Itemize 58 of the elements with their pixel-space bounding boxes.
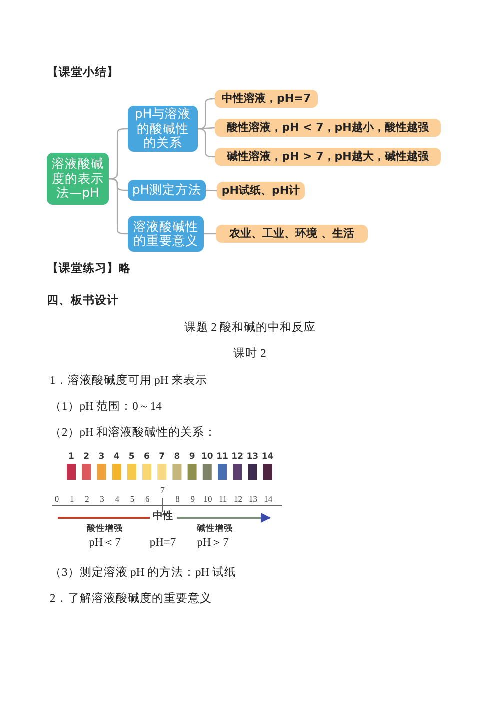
tick-label: 14 bbox=[264, 495, 273, 504]
branch-box: 溶液酸碱性的重要意义 bbox=[128, 216, 204, 252]
body-text: 1．溶液酸碱度可用 pH 来表示 bbox=[50, 376, 208, 388]
body-text: （3）测定溶液 pH 的方法：pH 试纸 bbox=[50, 568, 236, 580]
swatch-number: 11 bbox=[216, 453, 228, 462]
section-heading: 四、板书设计 bbox=[47, 296, 119, 308]
tick-label: 7 bbox=[160, 486, 165, 494]
branch-box: pH测定方法 bbox=[128, 180, 206, 201]
connector-line bbox=[204, 233, 216, 235]
detail-box: 农业、工业、环境 、生活 bbox=[216, 225, 368, 243]
swatch-number: 7 bbox=[159, 453, 166, 462]
connector-line bbox=[198, 128, 215, 158]
swatch-number: 14 bbox=[262, 453, 274, 462]
tick-label: 6 bbox=[145, 495, 150, 504]
scale-label: pH=7 bbox=[150, 538, 176, 550]
body-text: 2．了解溶液酸碱度的重要意义 bbox=[50, 594, 212, 606]
swatch-number: 9 bbox=[189, 453, 196, 462]
swatch-number: 3 bbox=[98, 453, 105, 462]
swatch-number: 6 bbox=[144, 453, 150, 462]
swatch-number: 1 bbox=[68, 453, 74, 462]
swatch-number: 8 bbox=[174, 453, 180, 462]
scale-label: 碱性增强 bbox=[197, 525, 233, 534]
scale-label: pH＜7 bbox=[89, 538, 121, 550]
swatch-number: 2 bbox=[84, 453, 90, 462]
swatch-number: 10 bbox=[201, 453, 214, 462]
tick-label: 3 bbox=[100, 495, 104, 504]
branch-box: pH与溶液的酸碱性的关系 bbox=[128, 106, 198, 152]
detail-box: 中性溶液，pH=7 bbox=[215, 90, 318, 108]
detail-box: 酸性溶液，pH < 7，pH越小，酸性越强 bbox=[215, 119, 441, 137]
tick-label: 9 bbox=[190, 495, 196, 504]
scale-label: pH＞7 bbox=[197, 538, 229, 550]
tick-label: 0 bbox=[54, 495, 60, 504]
lesson-subtitle: 课时 2 bbox=[234, 349, 266, 360]
tick-label: 11 bbox=[219, 495, 228, 504]
tick-label: 10 bbox=[204, 495, 212, 504]
lesson-title: 课题 2 酸和碱的中和反应 bbox=[184, 323, 316, 334]
scale-label: 酸性增强 bbox=[87, 525, 123, 534]
detail-box: 碱性溶液，pH > 7，pH越大，碱性越强 bbox=[215, 148, 441, 166]
swatch-number: 13 bbox=[246, 453, 259, 462]
section-heading: 【课堂小结】 bbox=[47, 68, 119, 80]
swatch-number: 12 bbox=[232, 453, 244, 462]
tick-label: 13 bbox=[249, 495, 258, 504]
section-heading: 【课堂练习】略 bbox=[47, 264, 131, 276]
tick-label: 4 bbox=[115, 495, 120, 504]
tick-label: 5 bbox=[130, 495, 135, 504]
tick-label: 12 bbox=[234, 495, 242, 504]
body-text: （2）pH 和溶液酸碱性的关系： bbox=[50, 428, 217, 440]
tick-label: 8 bbox=[176, 495, 180, 504]
topic-box: 溶液酸碱度的表示法—pH bbox=[47, 153, 109, 205]
connector-line bbox=[198, 127, 216, 130]
connector-line bbox=[206, 190, 218, 192]
swatch-number: 5 bbox=[128, 453, 135, 462]
detail-box: pH试纸、pH计 bbox=[217, 182, 305, 200]
body-text: （1）pH 范围：0～14 bbox=[50, 402, 162, 414]
scale-label: 中性 bbox=[151, 512, 175, 522]
tick-label: 1 bbox=[70, 495, 74, 504]
tick-label: 2 bbox=[85, 495, 90, 504]
swatch-number: 4 bbox=[114, 453, 120, 462]
